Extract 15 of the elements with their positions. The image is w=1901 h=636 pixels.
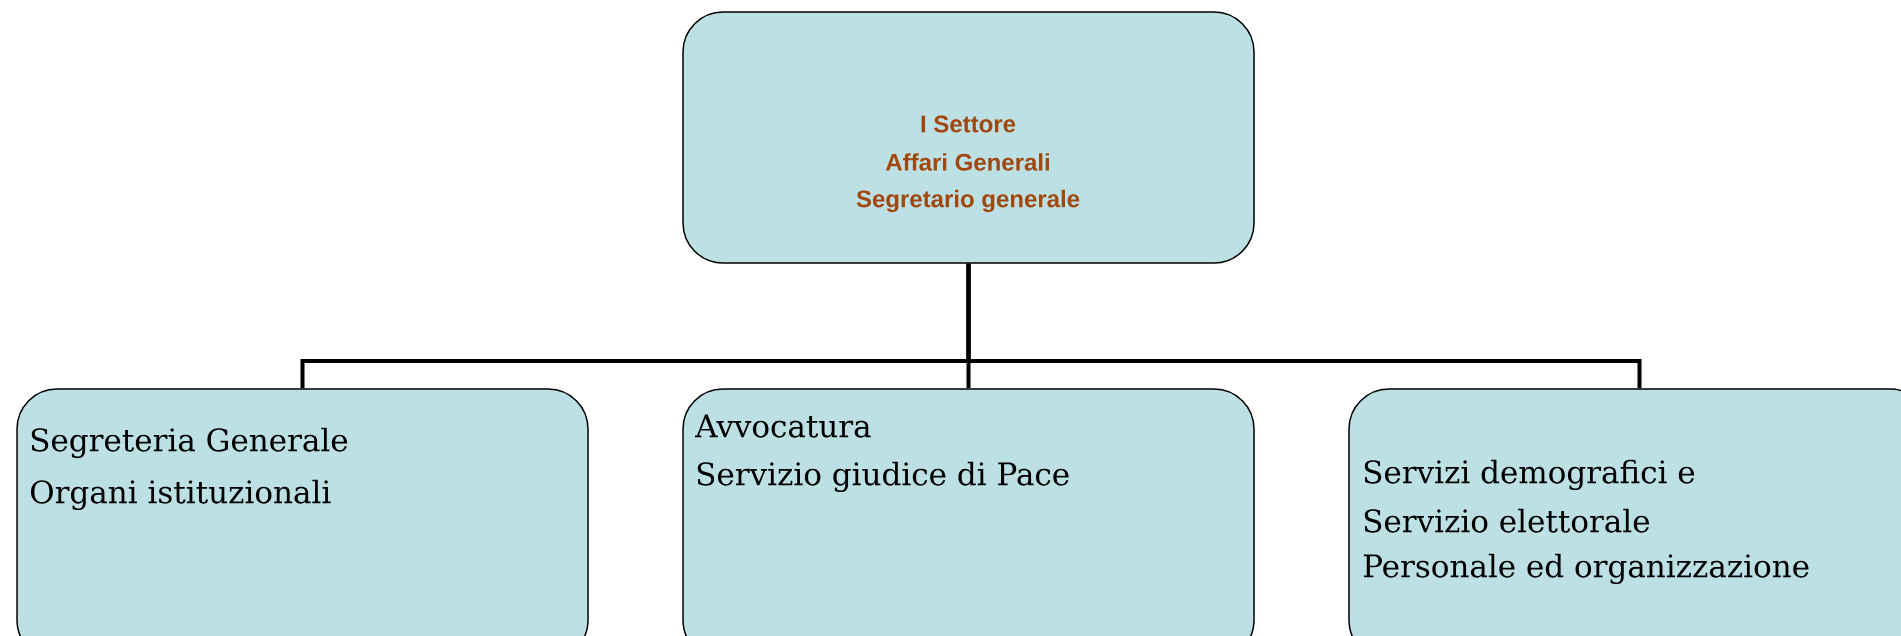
box-text: Servizio giudice di Pace: [697, 461, 1069, 493]
box-heading: Affari Generali: [885, 153, 1049, 171]
box-text: Servizi demografici e: [1364, 459, 1695, 491]
box-text: Segreteria Generale: [31, 427, 348, 459]
box-text: Personale ed organizzazione: [1363, 553, 1809, 585]
box-heading: Segretario generale: [856, 189, 1080, 213]
org-box: [16, 388, 589, 636]
box-text: Servizio elettorale: [1364, 508, 1650, 533]
connector-line: [966, 263, 1642, 389]
org-box: [682, 388, 1255, 636]
org-box: [682, 11, 1255, 264]
box-text: Organi istituzionali: [30, 479, 331, 511]
org-box: [1348, 388, 1901, 636]
box-heading: I Settore: [921, 115, 1016, 133]
box-text: Avvocatura: [695, 414, 871, 438]
